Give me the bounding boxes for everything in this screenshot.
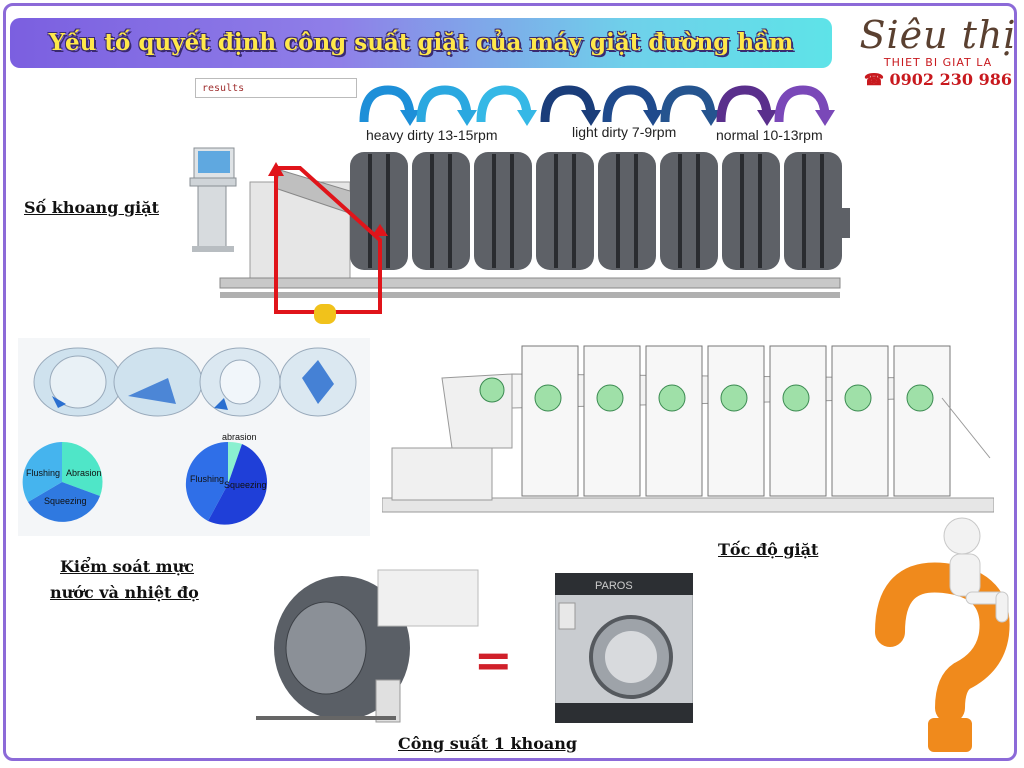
page-title: Yếu tố quyết định công suất giặt của máy… — [48, 29, 794, 56]
logo-subtitle: THIET BI GIAT LA — [883, 56, 993, 69]
drum-abrasion-icon — [33, 347, 123, 417]
rotation-arrow-icon — [476, 85, 537, 126]
thinking-person-icon — [943, 517, 1009, 623]
label-chambers: Số khoang giặt — [24, 198, 159, 217]
single-chamber-drum — [256, 569, 479, 723]
water-flow-loop — [268, 162, 388, 314]
rotation-arrow-icon — [602, 85, 663, 126]
tunnel-chambers — [521, 345, 951, 497]
rotation-arrow-icon — [359, 85, 420, 126]
industrial-washer: PAROS — [555, 573, 693, 723]
logo-brand: Siêu thị — [859, 13, 1017, 57]
tunnel-washer-illustration — [189, 147, 850, 324]
title-bar: Yếu tố quyết định công suất giặt của máy… — [10, 18, 832, 68]
question-mark-icon — [875, 562, 1010, 752]
rotation-arrow-icon — [774, 85, 835, 126]
pie-right-squeezing: Squeezing — [224, 480, 267, 490]
speed-normal-label: normal 10-13rpm — [716, 127, 823, 143]
results-box: results — [195, 78, 357, 98]
question-mark-figure — [875, 517, 1010, 752]
control-kiosk-icon — [189, 147, 237, 252]
pie-left-abrasion: Abrasion — [66, 468, 102, 478]
pie-chart-left: Flushing Abrasion Squeezing — [22, 441, 103, 522]
rotation-arrows — [359, 85, 835, 126]
logo-phone-number: 0902 230 986 — [889, 70, 1012, 89]
phone-icon: ☎ — [864, 70, 884, 89]
equals-sign: = — [474, 633, 513, 687]
rotation-arrow-icon — [416, 85, 477, 126]
label-water-temp-line1: Kiểm soát mực — [60, 557, 194, 576]
drum-flushing-icon — [113, 347, 203, 417]
label-capacity: Công suất 1 khoang — [398, 734, 578, 753]
drum-rotation-icon — [199, 347, 281, 417]
washer-brand: PAROS — [595, 580, 633, 592]
page-frame — [3, 3, 1017, 761]
rotation-arrow-icon — [660, 85, 721, 126]
rotation-arrow-icon — [540, 85, 601, 126]
rotation-arrow-icon — [716, 85, 777, 126]
label-speed: Tốc độ giặt — [718, 540, 819, 559]
washer-drums — [350, 152, 842, 270]
pie-right-flushing: Flushing — [190, 474, 224, 484]
pie-right-abrasion: abrasion — [222, 432, 257, 442]
pie-chart-right: abrasion Flushing Squeezing — [185, 432, 268, 525]
speed-heavy-label: heavy dirty 13-15rpm — [366, 127, 498, 143]
pie-left-flushing: Flushing — [26, 468, 60, 478]
brand-logo: Siêu thị THIET BI GIAT LA ☎ 0902 230 986 — [858, 14, 1018, 100]
drum-squeezing-icon — [279, 347, 357, 417]
water-temp-illustration: Flushing Abrasion Squeezing abrasion Flu… — [18, 338, 370, 536]
logo-phone: ☎ 0902 230 986 — [858, 70, 1018, 90]
tunnel-speed-drawing — [382, 338, 994, 528]
label-water-temp-line2: nước và nhiệt đọ — [50, 583, 199, 602]
laundry-load-icon — [479, 377, 934, 412]
pie-left-squeezing: Squeezing — [44, 496, 87, 506]
speed-light-label: light dirty 7-9rpm — [572, 124, 677, 140]
